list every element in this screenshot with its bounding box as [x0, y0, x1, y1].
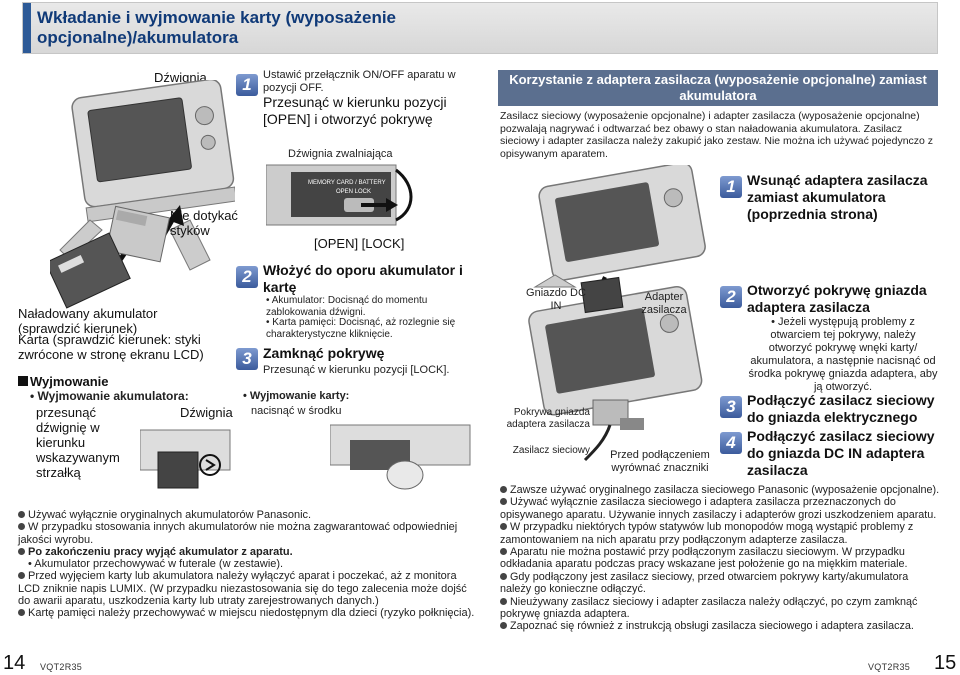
adapter-connect-illustration: [528, 276, 703, 462]
note-right-item: Zapoznać się również z instrukcją obsług…: [500, 620, 940, 632]
release-lever-label: Dźwignia zwalniająca: [288, 148, 393, 160]
note-left-item: Po zakończeniu pracy wyjąć akumulator z …: [18, 546, 478, 558]
step-3-badge: 3: [236, 348, 258, 370]
note-left-item: Używać wyłącznie oryginalnych akumulator…: [18, 509, 478, 521]
step-3-instruction: Przesunąć w kierunku pozycji [LOCK].: [263, 364, 450, 376]
dc-intro: Zasilacz sieciowy (wyposażenie opcjonaln…: [500, 110, 934, 160]
door-print-line-1: MEMORY CARD / BATTERY: [308, 180, 386, 186]
removal-title: Wyjmowanie: [30, 374, 109, 389]
bullet-icon: [18, 572, 25, 580]
card-removal-title: • Wyjmowanie karty:: [243, 390, 350, 402]
align-label: Przed podłączeniem wyrównać znaczniki: [610, 449, 710, 474]
left-doc-code: VQT2R35: [40, 662, 83, 672]
bullet-icon: [500, 486, 507, 493]
card-removal-illustration: [330, 424, 471, 490]
bullet-icon: [500, 523, 507, 531]
camera-open-door-illustration: [59, 80, 235, 277]
bullet-icon: [18, 523, 25, 531]
note-right-item: Gdy podłączony jest zasilacz sieciowy, p…: [500, 570, 909, 596]
page-title: Wkładanie i wyjmowanie karty (wyposażeni…: [37, 8, 397, 47]
right-step-4-badge: 4: [720, 432, 742, 454]
step-1-text: Ustawić przełącznik ON/OFF aparatu w poz…: [263, 69, 456, 94]
right-step-1-badge: 1: [720, 176, 742, 198]
bullet-icon: [500, 597, 507, 605]
door-print-line-2: OPEN LOCK: [336, 189, 371, 195]
card-removal-text: nacisnąć w środku: [251, 405, 342, 417]
cover-label: Pokrywa gniazda adaptera zasilacza: [506, 407, 590, 430]
right-step-1-text: Wsunąć adaptera zasilacza zamiast akumul…: [747, 172, 928, 222]
removal-battery-text: przesunąć dźwignię w kierunku wskazywany…: [36, 405, 120, 480]
right-step-2-text: Otworzyć pokrywę gniazda adaptera zasila…: [747, 282, 927, 315]
dc-panel-header: Korzystanie z adaptera zasilacza (wyposa…: [498, 70, 938, 106]
note-left-item: • Akumulator przechowywać w futerale (w …: [28, 558, 284, 571]
note-left-item: W przypadku stosowania innych akumulator…: [18, 521, 458, 546]
bullet-icon: [500, 498, 507, 506]
step-2-text: Włożyć do oporu akumulator i kartę: [263, 262, 463, 295]
right-step-3-text: Podłączyć zasilacz sieciowy do gniazda e…: [747, 392, 935, 425]
page-header: Wkładanie i wyjmowanie karty (wyposażeni…: [22, 2, 938, 54]
right-step-2-badge: 2: [720, 286, 742, 308]
bullet-icon: [500, 548, 507, 556]
dc-in-label: Gniazdo DC IN: [526, 287, 586, 312]
ac-adapter-label: Zasilacz sieciowy: [512, 445, 590, 456]
bullet-icon: [18, 547, 25, 555]
section-square-icon: [18, 376, 28, 386]
note-left-item: Kartę pamięci należy przechowywać w miej…: [18, 607, 478, 619]
note-left-item: Przed wyjęciem karty lub akumulatora nal…: [18, 570, 467, 608]
battery-card-illustration: [50, 205, 171, 309]
note-right-item: Używać wyłącznie zasilacza sieciowego i …: [500, 496, 937, 521]
card-label: Karta (sprawdzić kierunek: styki zwrócon…: [18, 332, 204, 362]
note-right-item: W przypadku niektórych typów statywów lu…: [500, 521, 914, 546]
bullet-icon: [500, 622, 507, 630]
right-page-number: 15: [934, 652, 957, 674]
note-right-item: Nieużywany zasilacz sieciowy i adapter z…: [500, 595, 918, 621]
adapter-label: Adapter zasilacza: [641, 291, 687, 316]
notes-left: Używać wyłącznie oryginalnych akumulator…: [18, 509, 478, 620]
bullet-icon: [18, 511, 25, 518]
removal-battery-label: • Wyjmowanie akumulatora:: [30, 389, 189, 403]
bullet-icon: [18, 609, 25, 617]
right-step-2-bullet: • Jeżeli występują problemy z otwarciem …: [748, 316, 938, 393]
right-step-4-text: Podłączyć zasilacz sieciowy do gniazda D…: [747, 428, 935, 478]
step-1-instruction: Przesunąć w kierunku pozycji [OPEN] i ot…: [263, 94, 447, 127]
step-1-badge: 1: [236, 74, 258, 96]
step-2-badge: 2: [236, 266, 258, 288]
right-step-3-badge: 3: [720, 396, 742, 418]
step-2-bullet-2: • Karta pamięci: Docisnąć, aż rozlegnie …: [266, 317, 456, 340]
right-doc-code: VQT2R35: [868, 662, 911, 672]
charged-battery-label: Naładowany akumulator (sprawdzić kierune…: [18, 306, 158, 336]
notes-right: Zawsze używać oryginalnego zasilacza sie…: [500, 484, 940, 633]
adapter-insert-illustration: [533, 165, 706, 289]
removal-lever-label: Dźwignia: [180, 405, 233, 420]
note-right-item: Aparatu nie można postawić przy podłączo…: [500, 546, 908, 571]
left-page-number: 14: [3, 652, 26, 674]
door-open-illustration: MEMORY CARD / BATTERY OPEN LOCK: [266, 164, 413, 226]
header-accent-bar: [23, 3, 31, 53]
no-touch-label: Nie dotykać styków: [170, 208, 238, 238]
battery-removal-illustration: [140, 429, 231, 489]
note-right-item: Zawsze używać oryginalnego zasilacza sie…: [500, 484, 940, 496]
door-label: [OPEN] [LOCK]: [314, 236, 405, 251]
bullet-icon: [500, 572, 507, 580]
step-3-text: Zamknąć pokrywę: [263, 345, 385, 361]
step-2-bullet-1: • Akumulator: Docisnąć do momentu zablok…: [266, 295, 428, 318]
